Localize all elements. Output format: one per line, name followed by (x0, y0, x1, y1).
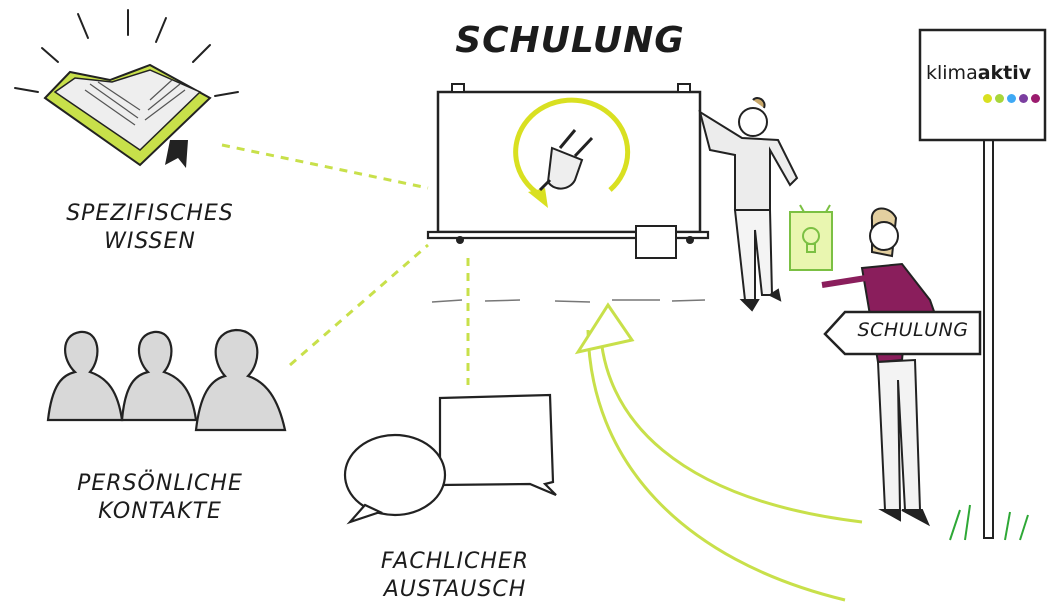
ground-marks (431, 299, 706, 303)
signpost-icon (823, 28, 1047, 541)
logo-dot (995, 94, 1004, 103)
logo-dot (1031, 94, 1040, 103)
plug-icon (513, 97, 631, 208)
logo-dots (983, 88, 1043, 107)
page-title: SCHULUNG (455, 20, 685, 61)
people-icon (46, 328, 287, 432)
klimaaktiv-logo: klimaaktiv (926, 62, 1046, 84)
logo-bold: aktiv (977, 62, 1032, 84)
woman-signpost (821, 207, 946, 527)
green-arrows (574, 302, 863, 602)
book-icon (14, 9, 239, 168)
logo-dot (983, 94, 992, 103)
woman-presenter (698, 97, 799, 312)
logo-dot (1019, 94, 1028, 103)
speech-bubbles-icon (343, 393, 557, 525)
logo-prefix: klima (926, 62, 978, 84)
lightbulb-book-icon (789, 204, 833, 271)
logo-dot (1007, 94, 1016, 103)
signpost-label: SCHULUNG (857, 319, 969, 341)
connector-lines (221, 143, 470, 385)
